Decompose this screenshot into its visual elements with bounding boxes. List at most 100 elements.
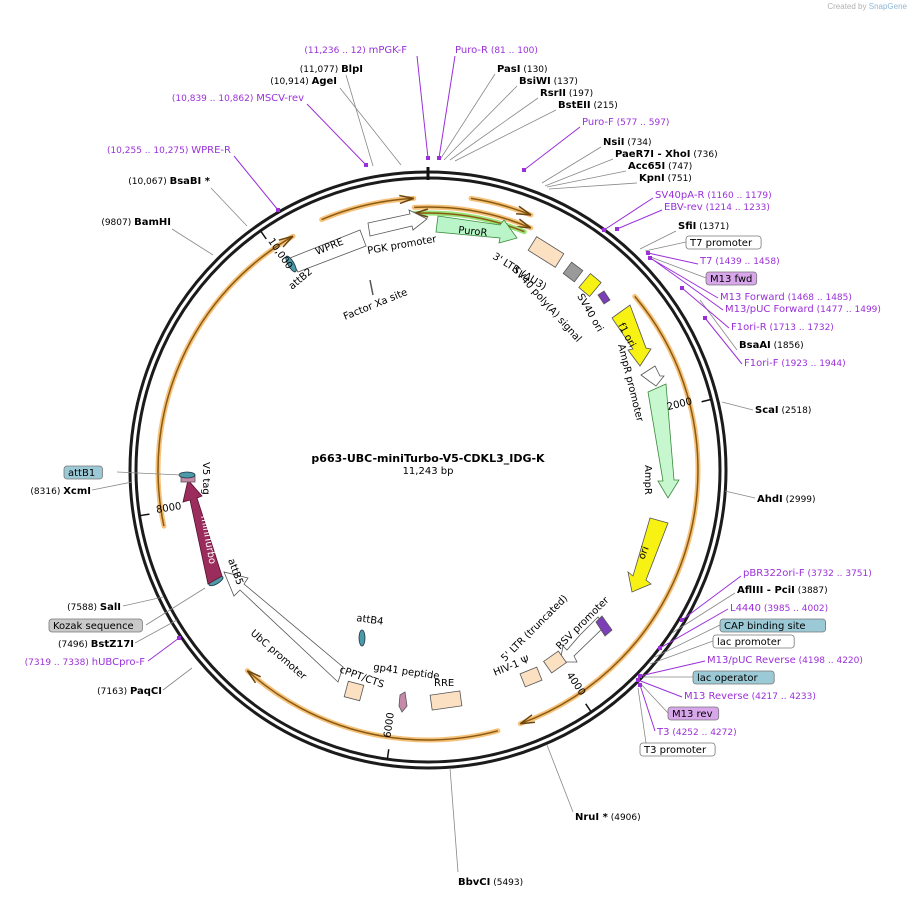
enzyme-label-bsabi: (10,067) BsaBI * [128, 176, 211, 187]
box-label-lac-operator: lac operator [697, 673, 758, 684]
primer-name-m13-puc-reverse: M13/pUC Reverse [707, 655, 796, 666]
orf-arc-left [155, 233, 296, 529]
pleader-f1ori-r [681, 287, 730, 329]
enzyme-name-xcmi: XcmI [63, 486, 91, 497]
pleader-t3 [639, 684, 656, 732]
leader-afliii [671, 592, 736, 634]
leader-bamhi [171, 228, 214, 256]
box-kozak-sequence [48, 618, 143, 633]
leader-nrui [546, 744, 574, 813]
box-label-kozak-sequence: Kozak sequence [53, 621, 134, 632]
enzyme-label-rsrii: RsrII (197) [540, 88, 593, 99]
miniturbo-arrow [182, 479, 223, 585]
box-lac-promoter [712, 634, 795, 649]
enzyme-label-ahdi: AhdI (2999) [757, 494, 816, 505]
primer-range-sv40pa-r: (1160 .. 1179) [704, 191, 771, 201]
leader-acc65i [546, 170, 627, 188]
primer-label-ebv-rev: EBV-rev (1214 .. 1233) [664, 202, 770, 213]
leader-m13-rev [639, 682, 669, 714]
primer-name-l4440: L4440 [730, 603, 761, 614]
tick-label-4000: 4000 [564, 671, 587, 698]
enzyme-pos-bsabi: (10,067) [128, 177, 169, 187]
plasmid-name: p663-UBC-miniTurbo-V5-CDKL3_IDG-K [311, 452, 545, 465]
center-title: p663-UBC-miniTurbo-V5-CDKL3_IDG-K 11,243… [311, 452, 545, 477]
enzyme-name-scai: ScaI [755, 405, 779, 416]
primer-site-mark-15 [638, 683, 642, 687]
primer-label-l4440: L4440 (3985 .. 4002) [730, 603, 828, 614]
pleader-m13puc-forward [651, 258, 724, 311]
box-t3-promoter [639, 742, 716, 757]
leader-bstz17i [134, 619, 178, 644]
attb4-label: attB4 [356, 613, 384, 628]
enzyme-label-bsaai: BsaAI (1856) [739, 340, 804, 351]
primer-site-mark-8 [648, 256, 652, 260]
primer-site-mark-11 [680, 618, 684, 622]
enzyme-name-bamhi: BamHI [134, 217, 171, 228]
primer-site-mark-12 [658, 646, 662, 650]
leader-t3-promoter [637, 687, 647, 744]
enzyme-pos-rsrii: (197) [566, 89, 593, 99]
enzyme-label-scai: ScaI (2518) [755, 405, 811, 416]
pleader-m13-reverse [637, 679, 683, 698]
primer-name-sv40pa-r: SV40pA-R [655, 190, 704, 201]
primer-range-f1ori-f: (1923 .. 1944) [778, 359, 845, 369]
primer-name-puro-r: Puro-R [455, 45, 488, 56]
tick-cap-top [468, 195, 534, 218]
enzyme-name-nsii: NsiI [603, 137, 624, 148]
hiv-psi-box [519, 666, 543, 688]
enzyme-label-kpni: KpnI (751) [639, 173, 692, 184]
leader-rsrii [449, 97, 539, 161]
leader-bsteii [454, 109, 557, 162]
pleader-sv40pa-r [603, 197, 654, 231]
primer-site-mark-16 [177, 636, 181, 640]
enzyme-label-bbvci: BbvCI (5493) [458, 877, 523, 888]
leader-agei [339, 87, 402, 166]
box-attb1 [63, 465, 103, 480]
cppt-box [343, 680, 365, 702]
enzyme-name-afliii: AflIII [737, 585, 763, 596]
box-label-t7-promoter: T7 promoter [689, 238, 753, 249]
pleader-t7 [647, 252, 699, 265]
primer-site-mark-14 [636, 678, 640, 682]
enzyme-pos-bamhi: (9807) [101, 218, 134, 228]
enzyme-label-sali: (7588) SalI [67, 602, 121, 613]
tick-label-8000: 8000 [155, 501, 182, 516]
primer-site-mark-1 [437, 156, 441, 160]
box-m13-fwd [705, 271, 758, 286]
gp41-arrow [398, 691, 408, 713]
enzyme-name-bbvci: BbvCI [458, 877, 490, 888]
primer-range-ebv-rev: (1214 .. 1233) [703, 203, 770, 213]
enzyme-name-nrui: NruI * [575, 812, 609, 823]
enzyme-label-nrui: NruI * (4906) [575, 812, 641, 823]
primer-range-f1ori-r: (1713 .. 1732) [767, 323, 834, 333]
primer-site-mark-13 [638, 674, 642, 678]
enzyme-pos-ahdi: (2999) [783, 495, 816, 505]
primer-site-mark-2 [364, 163, 368, 167]
primer-label-m13-puc-forward: M13/pUC Forward (1477 .. 1499) [725, 304, 881, 315]
pleader-m13puc-reverse [639, 660, 706, 677]
primer-range-mscv-rev: (10,839 .. 10,862) [172, 94, 256, 104]
pleader-mpgk-f [416, 55, 429, 159]
box-cap-binding-site [719, 618, 826, 633]
primer-label-mscv-rev: (10,839 .. 10,862) MSCV-rev [172, 93, 304, 104]
feature-shapes [139, 209, 712, 760]
box-label-lac-promoter: lac promoter [717, 637, 782, 648]
primer-range-wpre-r: (10,255 .. 10,275) [107, 146, 191, 156]
primer-name-ebv-rev: EBV-rev [664, 202, 703, 213]
primer-range-m13-puc-forward: (1477 .. 1499) [814, 305, 881, 315]
enzyme-label-afliii: AflIII - PciI (3887) [737, 585, 828, 596]
enzyme-label-agei: (10,914) AgeI [270, 76, 337, 87]
box-t7-promoter [685, 235, 762, 250]
leader-sfii [639, 230, 677, 250]
ampr-promoter-arrow [640, 365, 665, 387]
primer-site-mark-9 [680, 286, 684, 290]
enzyme-pos-afliii: (3887) [795, 586, 828, 596]
sv40-polya-box [562, 261, 584, 283]
plasmid-length: 11,243 bp [403, 466, 454, 477]
pgk-promoter-arrow [367, 209, 428, 237]
orf-arc-bottom [244, 668, 501, 743]
primer-name-m13-reverse: M13 Reverse [684, 691, 749, 702]
pleader-hubcpro-f [147, 637, 180, 662]
attb2-site [285, 255, 297, 273]
primer-name-m13-forward: M13 Forward [720, 292, 785, 303]
